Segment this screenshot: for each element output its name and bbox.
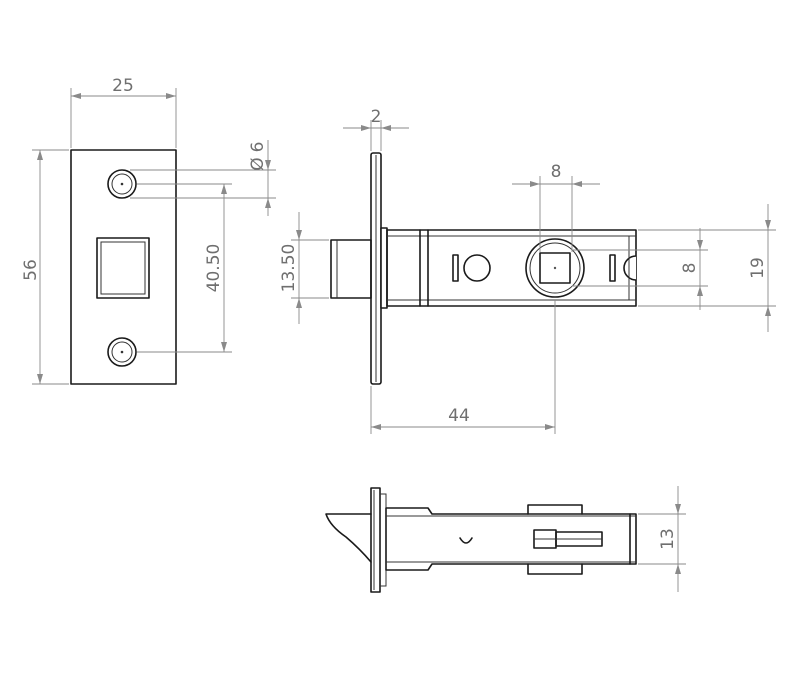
strike-height-label: 56 <box>21 259 41 281</box>
strike-hole-diameter-symbol: Ø <box>248 157 268 170</box>
bolt-height-label: 13.50 <box>279 244 299 293</box>
latch-slot-left <box>452 254 459 282</box>
latch-top-dimensions: 13 <box>638 486 686 592</box>
case-thickness-label: 13 <box>658 528 678 550</box>
latch-follower-hub-inner <box>529 242 581 294</box>
latch-top-view <box>325 487 637 593</box>
latch-top-tab-upper <box>527 504 583 515</box>
strike-hole-spacing-label: 40.50 <box>204 244 224 293</box>
strike-top-hole <box>107 169 137 199</box>
strike-latch-pocket-inner <box>100 241 146 295</box>
case-height-label: 19 <box>748 257 768 279</box>
latch-top-notch <box>459 537 473 544</box>
strike-latch-pocket <box>96 237 150 299</box>
latch-top-tab-lower <box>527 563 583 575</box>
strike-bottom-hole-center <box>120 350 124 354</box>
latch-follower-hub <box>525 238 585 298</box>
strike-width-label: 25 <box>112 76 134 96</box>
latch-collar <box>380 227 388 309</box>
follower-width-label: 8 <box>551 162 562 182</box>
forend-thickness-label: 2 <box>371 107 382 127</box>
backset-label: 44 <box>448 406 470 426</box>
strike-hole-diameter-label: 6 <box>248 142 268 153</box>
strike-plate-dimensions: 25 56 40.50 Ø 6 <box>21 76 276 385</box>
latch-bolt <box>330 239 372 299</box>
follower-height-label: 8 <box>680 263 700 274</box>
latch-side-view <box>330 152 637 385</box>
latch-top-forend <box>370 487 381 593</box>
latch-round-hole <box>463 254 491 282</box>
latch-top-bolt <box>325 513 372 563</box>
latch-top-case <box>385 507 637 571</box>
latch-case <box>386 229 637 307</box>
strike-bottom-hole-inner <box>111 341 133 363</box>
latch-follower-square <box>539 252 571 284</box>
latch-case-end-notch <box>623 255 637 281</box>
strike-top-hole-inner <box>111 173 133 195</box>
strike-plate-outline <box>70 149 177 385</box>
latch-slot-right <box>609 254 616 282</box>
strike-plate-view <box>70 149 177 385</box>
strike-bottom-hole <box>107 337 137 367</box>
strike-top-hole-center <box>120 182 124 186</box>
latch-side-dimensions: 2 13.50 8 8 19 44 <box>279 107 776 434</box>
